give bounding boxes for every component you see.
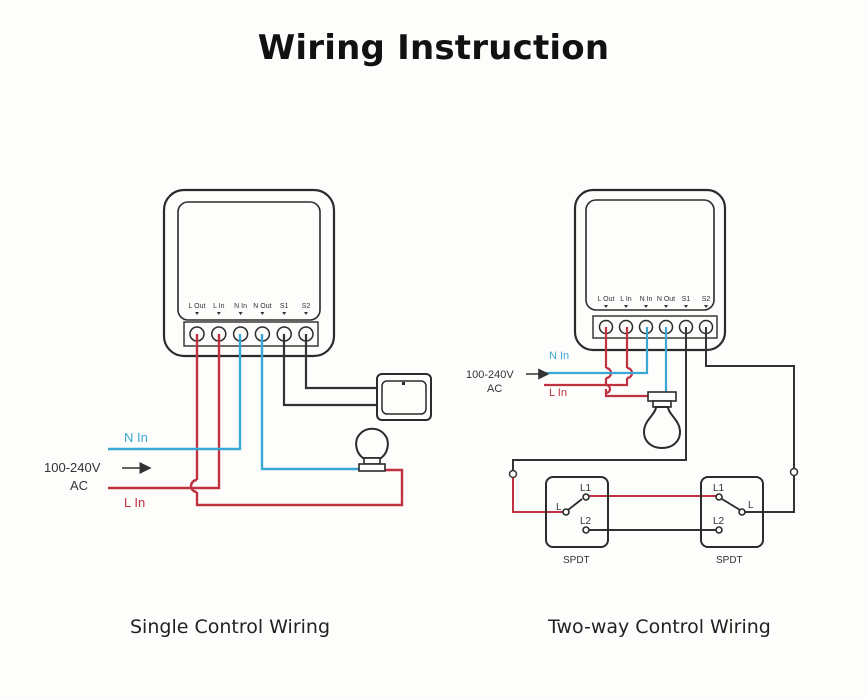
terminal-label: N Out	[657, 296, 675, 303]
spdt-left-common-label: L	[556, 502, 562, 513]
ac-label-two: AC	[487, 383, 502, 395]
wire-l-to-spdt	[512, 478, 566, 513]
l-in-label-two: L In	[549, 387, 567, 399]
terminal-marker-icon	[644, 305, 648, 308]
caption-single-control: Single Control Wiring	[130, 616, 331, 638]
terminal-marker-icon	[664, 305, 668, 308]
wire-l-in	[108, 334, 221, 490]
terminal-marker-icon	[624, 305, 628, 308]
spdt-left-type-label: SPDT	[563, 555, 590, 566]
junction-icon	[508, 469, 518, 479]
switch-module-two-way: L Out L In N In N Out S1 S2	[573, 188, 727, 352]
terminal-label: S1	[682, 296, 691, 303]
wire-n-in	[108, 334, 242, 451]
spdt-switch-left: L L1 L2 SPDT	[545, 476, 609, 566]
spdt-switch-right: L1 L2 L SPDT	[700, 476, 764, 566]
spdt-right-l1-label: L1	[713, 483, 725, 494]
terminal-label: L Out	[189, 303, 206, 310]
terminal-marker-icon	[304, 312, 308, 315]
wire-s1-two	[512, 327, 687, 470]
spdt-right-type-label: SPDT	[716, 555, 743, 566]
terminal-label: S1	[280, 303, 289, 310]
terminal-label: S2	[302, 303, 311, 310]
terminal-marker-icon	[704, 305, 708, 308]
wall-switch-icon	[376, 373, 432, 421]
l-in-label-single: L In	[124, 495, 145, 510]
voltage-label-single: 100-240V	[44, 460, 101, 475]
wire-l-out	[195, 334, 404, 507]
wire-spdt-right-l	[744, 476, 795, 513]
terminal-marker-icon	[684, 305, 688, 308]
terminal-marker-icon	[216, 312, 221, 315]
wire-s2	[304, 334, 377, 390]
wire-s2-two	[705, 327, 795, 468]
spdt-left-l1-label: L1	[580, 483, 592, 494]
switch-module-single: L Out L In N In N Out S1 S2	[162, 188, 336, 358]
terminal-marker-icon	[195, 312, 199, 315]
terminal-label: N In	[234, 303, 247, 310]
terminal-label: N In	[640, 296, 653, 303]
two-way-control-diagram: L Out L In N In N Out S1 S2	[466, 188, 799, 566]
spdt-left-l2-label: L2	[580, 516, 592, 527]
terminal-label: N Out	[253, 303, 271, 310]
wire-s1	[282, 334, 377, 407]
junction-icon	[789, 467, 799, 477]
light-bulb-icon	[355, 427, 389, 472]
page-title: Wiring Instruction	[257, 28, 610, 68]
terminal-label: L Out	[598, 296, 615, 303]
terminal-label: L In	[213, 303, 225, 310]
light-bulb-icon	[642, 391, 682, 450]
wire-l-in-two	[544, 327, 629, 387]
spdt-right-common-label: L	[748, 500, 754, 511]
wire-n-out	[260, 334, 360, 471]
terminal-marker-icon	[260, 312, 265, 315]
ac-label-single: AC	[70, 478, 88, 493]
terminal-label: L In	[620, 296, 632, 303]
terminal-marker-icon	[238, 312, 243, 315]
n-in-label-single: N In	[124, 430, 148, 445]
caption-two-way-control: Two-way Control Wiring	[548, 616, 771, 638]
spdt-right-l2-label: L2	[713, 516, 725, 527]
terminal-label: S2	[702, 296, 711, 303]
terminal-marker-icon	[604, 305, 608, 308]
terminal-marker-icon	[282, 312, 287, 315]
n-in-label-two: N In	[549, 350, 569, 362]
voltage-label-two: 100-240V	[466, 369, 514, 381]
wire-n-in-two	[544, 327, 649, 375]
